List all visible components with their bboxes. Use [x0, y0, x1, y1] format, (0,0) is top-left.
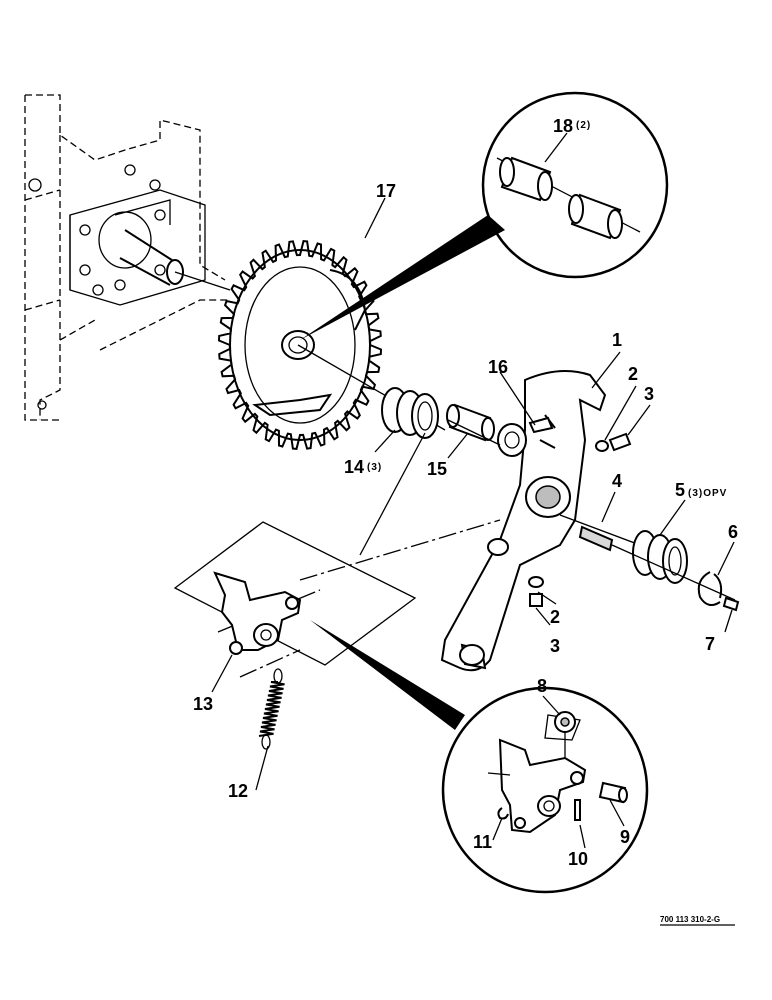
bolt-2-3-upper	[595, 432, 632, 452]
snap-ring-6	[697, 571, 723, 607]
frame-phantom	[24, 94, 231, 421]
document-id: 700 113 310-2-G	[660, 915, 735, 926]
callout-14-number: 14	[344, 457, 364, 477]
callout-7-number: 7	[705, 634, 715, 654]
callout-3a-number: 3	[644, 384, 654, 404]
callout-10-number: 10	[568, 849, 588, 869]
callout-6-number: 6	[728, 522, 738, 542]
sprocket	[217, 240, 446, 450]
callout-18-number: 18	[553, 116, 573, 136]
callout-2a-number: 2	[628, 364, 638, 384]
callout-4-number: 4	[612, 471, 622, 491]
callout-labels: 1 2 3 4 5 (3)OPV 6 7 2 3 8 9 10 11 12 13…	[193, 116, 738, 869]
callout-5-number: 5	[675, 480, 685, 500]
spring-washers-5	[611, 530, 736, 601]
callout-17-number: 17	[376, 181, 396, 201]
latch-13	[213, 571, 302, 655]
key-4	[578, 525, 614, 552]
callout-14-qty: (3)	[367, 462, 382, 473]
callout-18-qty: (2)	[576, 120, 591, 131]
callout-5-qty: (3)OPV	[688, 488, 727, 499]
callout-15-number: 15	[427, 459, 447, 479]
callout-16-number: 16	[488, 357, 508, 377]
callout-leaders	[211, 132, 735, 849]
callout-3b-number: 3	[550, 636, 560, 656]
callout-12-number: 12	[228, 781, 248, 801]
spring-12	[258, 668, 285, 750]
callout-11-number: 11	[473, 832, 492, 852]
pin-7	[722, 596, 740, 612]
document-id-text: 700 113 310-2-G	[660, 915, 720, 924]
bolt-2-3-lower	[528, 576, 544, 607]
callout-9-number: 9	[620, 827, 630, 847]
callout-1-number: 1	[612, 330, 622, 350]
callout-13-number: 13	[193, 694, 213, 714]
detail-circle-18	[300, 91, 669, 340]
callout-2b-number: 2	[550, 607, 560, 627]
bushing-15	[446, 403, 495, 442]
detail-circle-8-11	[310, 620, 649, 894]
spring-washers-14	[381, 387, 439, 439]
callout-8-number: 8	[537, 676, 547, 696]
lever-arm-1	[440, 370, 641, 672]
